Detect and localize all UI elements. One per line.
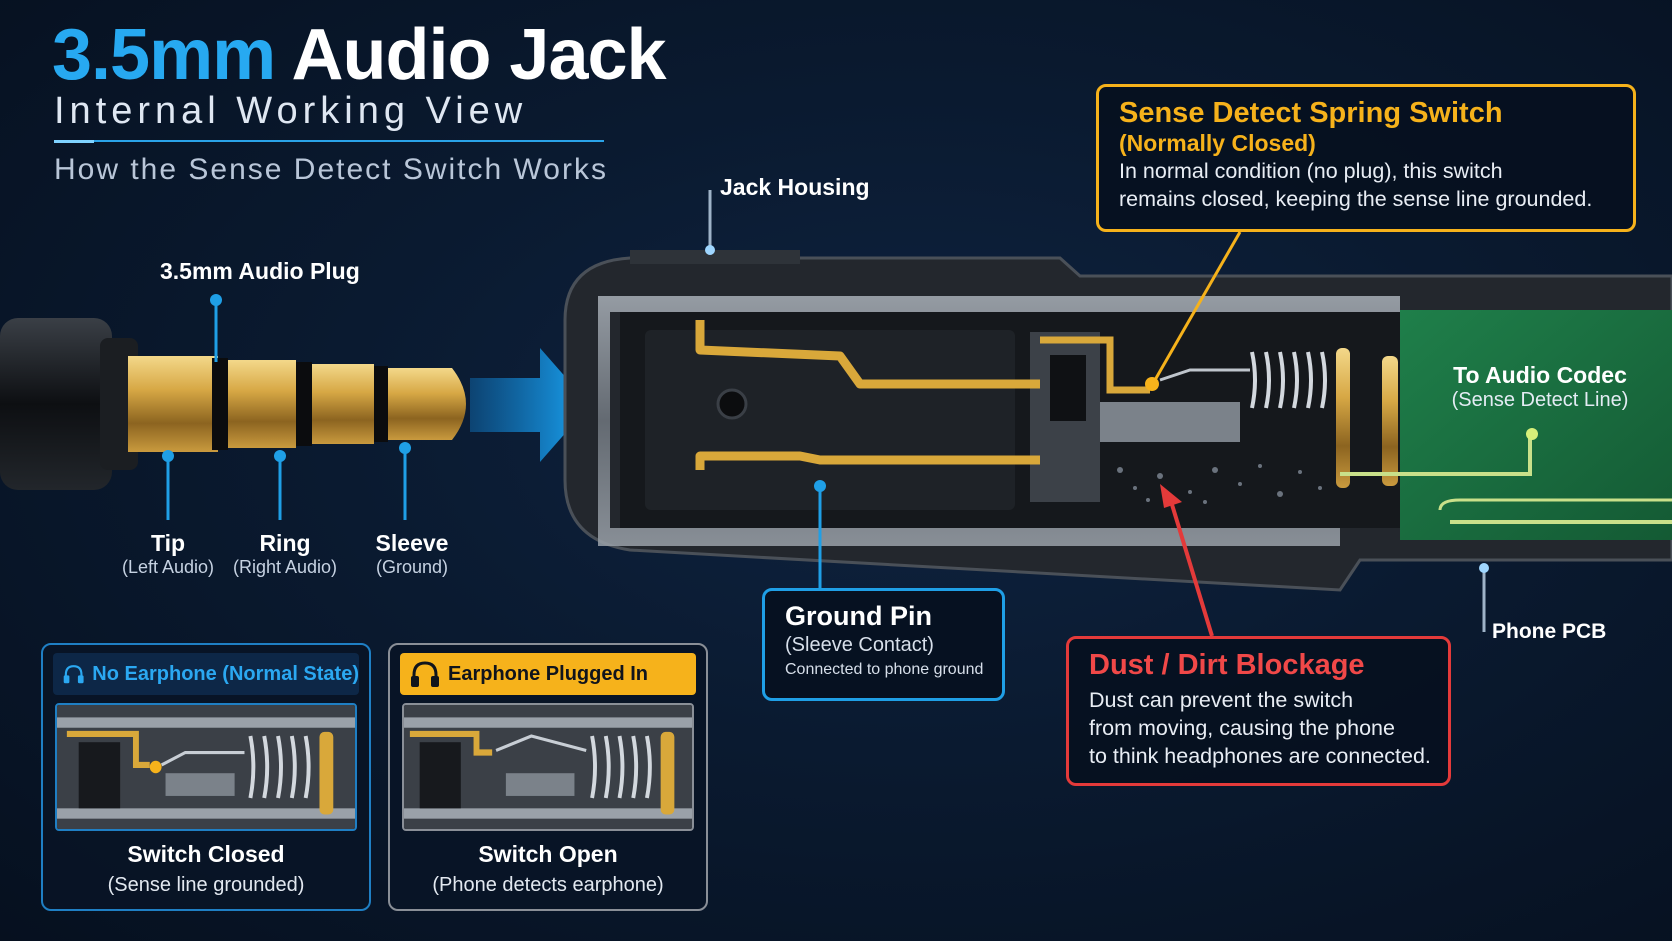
audio-plug [0,318,466,490]
panel-closed-image [55,703,357,831]
panel-open-header: Earphone Plugged In [400,653,696,695]
title-divider [54,140,604,142]
spring [1250,351,1327,409]
dust-particles [1117,464,1322,504]
tip-detail: (Left Audio) [121,557,215,577]
dust-line2: from moving, causing the phone [1089,716,1395,740]
ground-title: Ground Pin [785,601,932,631]
sense-title: Sense Detect Spring Switch [1119,97,1503,129]
dust-line1: Dust can prevent the switch [1089,688,1354,712]
sleeve-name: Sleeve [375,530,449,556]
title-accent: 3.5mm [52,15,276,95]
insert-arrow [470,348,590,462]
headphones-icon [411,661,439,687]
title-divider-accent [54,140,94,143]
panel-closed-subtitle: (Sense line grounded) [107,874,305,896]
label-phone-pcb: Phone PCB [1492,620,1607,643]
sense-line1: In normal condition (no plug), this swit… [1119,159,1503,183]
panel-switch-open: Earphone Plugged In Switch Open (Phone d… [388,643,708,911]
ground-subtitle: (Sleeve Contact) [785,634,934,656]
page-title: 3.5mm Audio Jack [52,14,667,96]
panel-open-header-text: Earphone Plugged In [448,662,649,685]
label-audio-plug: 3.5mm Audio Plug [160,258,360,284]
page-subtitle: Internal Working View [54,90,528,132]
panel-closed-header: No Earphone (Normal State) [53,653,359,695]
label-audio-codec: To Audio Codec (Sense Detect Line) [1440,362,1640,412]
label-tip: Tip (Left Audio) [108,530,228,578]
page-description: How the Sense Detect Switch Works [54,153,608,186]
ring-detail: (Right Audio) [232,557,338,577]
dust-title: Dust / Dirt Blockage [1089,649,1365,681]
sleeve-detail: (Ground) [375,557,449,577]
panel-closed-caption: Switch Closed (Sense line grounded) [43,841,369,897]
panel-open-image [402,703,694,831]
leader-lines [162,190,1489,637]
label-jack-housing: Jack Housing [720,174,870,200]
callout-sense-switch: Sense Detect Spring Switch (Normally Clo… [1096,84,1636,232]
codec-detail: (Sense Detect Line) [1451,389,1629,411]
label-sleeve: Sleeve (Ground) [360,530,464,578]
dust-line3: to think headphones are connected. [1089,744,1431,768]
panel-switch-closed: No Earphone (Normal State) Switch Closed… [41,643,371,911]
jack-housing [563,250,1672,592]
headphones-icon [63,665,84,684]
sense-line2: remains closed, keeping the sense line g… [1119,187,1593,211]
tip-name: Tip [150,530,186,556]
panel-open-subtitle: (Phone detects earphone) [432,874,664,896]
ground-note: Connected to phone ground [785,661,984,678]
title-main-text: Audio Jack [291,15,666,95]
sense-subtitle: (Normally Closed) [1119,130,1316,156]
panel-open-title: Switch Open [478,841,618,867]
label-ring: Ring (Right Audio) [222,530,348,578]
codec-name: To Audio Codec [1453,362,1627,388]
callout-ground-pin: Ground Pin (Sleeve Contact) Connected to… [762,588,1005,701]
panel-closed-header-text: No Earphone (Normal State) [92,662,359,685]
panel-open-caption: Switch Open (Phone detects earphone) [390,841,706,897]
panel-closed-title: Switch Closed [127,841,285,867]
callout-dust-blockage: Dust / Dirt Blockage Dust can prevent th… [1066,636,1451,786]
ring-name: Ring [259,530,311,556]
